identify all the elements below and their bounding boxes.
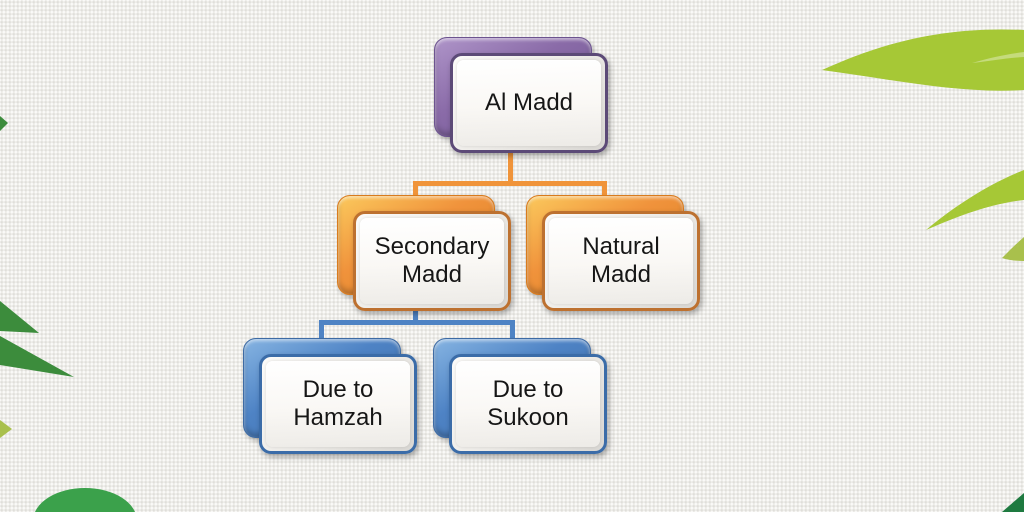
node-label: Al Madd [484,89,574,117]
node-inner-panel: Due to Sukoon [456,361,600,447]
node-due-to-hamzah[interactable]: Due to Hamzah [243,338,417,454]
node-due-to-sukoon[interactable]: Due to Sukoon [433,338,607,454]
node-front-panel: Natural Madd [542,211,700,311]
node-inner-panel: Natural Madd [549,218,693,304]
connector-orange-stub [508,150,513,184]
node-front-panel: Due to Hamzah [259,354,417,454]
node-label: Secondary Madd [374,233,490,288]
connector-blue-stub [413,309,418,323]
node-inner-panel: Due to Hamzah [266,361,410,447]
node-secondary-madd[interactable]: Secondary Madd [337,195,511,311]
connector-orange-drop-right [602,181,607,197]
node-inner-panel: Secondary Madd [360,218,504,304]
connector-blue-bar [319,320,515,325]
node-label: Natural Madd [582,233,660,288]
node-al-madd[interactable]: Al Madd [434,37,608,153]
connector-orange-bar [413,181,607,186]
node-front-panel: Secondary Madd [353,211,511,311]
node-natural-madd[interactable]: Natural Madd [526,195,700,311]
node-label: Due to Hamzah [293,376,383,431]
connector-orange-drop-left [413,181,418,197]
node-inner-panel: Al Madd [457,60,601,146]
connector-blue-drop-left [319,320,324,339]
node-label: Due to Sukoon [487,376,569,431]
connector-blue-drop-right [510,320,515,339]
node-front-panel: Due to Sukoon [449,354,607,454]
node-front-panel: Al Madd [450,53,608,153]
